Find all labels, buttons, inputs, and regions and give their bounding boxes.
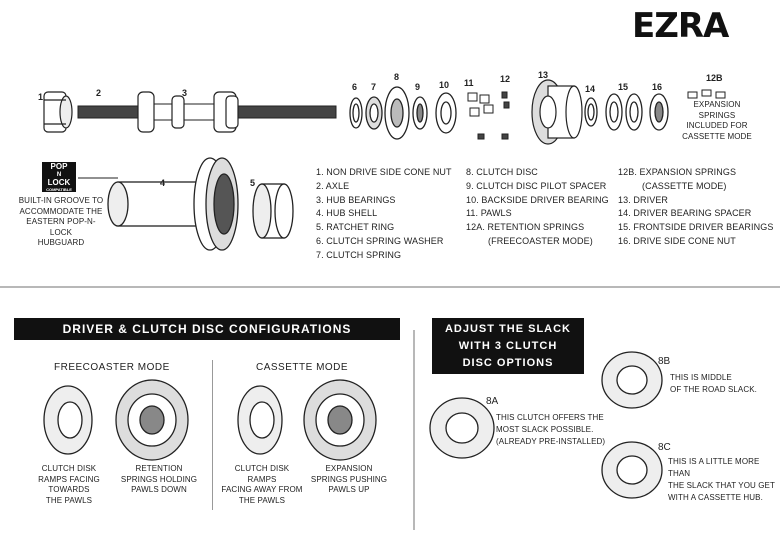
legend-item: 6. CLUTCH SPRING WASHER bbox=[316, 235, 444, 246]
parts-legend-col-1: 1. NON DRIVE SIDE CONE NUT 2. AXLE 3. HU… bbox=[316, 166, 452, 263]
part-ratchet-ring bbox=[252, 183, 294, 239]
part-rings-6-10 bbox=[349, 86, 457, 140]
legend-item: 8. CLUTCH DISC bbox=[466, 167, 538, 177]
part-number-2: 2 bbox=[96, 88, 102, 98]
part-number-14: 14 bbox=[585, 84, 596, 94]
part-number-8: 8 bbox=[394, 72, 400, 82]
legend-item: 1. NON DRIVE SIDE CONE NUT bbox=[316, 167, 452, 177]
legend-item: (CASSETTE MODE) bbox=[642, 180, 727, 191]
part-axle bbox=[77, 103, 337, 121]
part-expansion-springs bbox=[687, 89, 726, 99]
brand-logo: EZRA bbox=[632, 6, 729, 46]
part-number-5: 5 bbox=[250, 178, 256, 188]
configurations-banner: DRIVER & CLUTCH DISC CONFIGURATIONS bbox=[14, 318, 400, 340]
part-number-3: 3 bbox=[182, 88, 188, 98]
option-8c-label: 8C bbox=[658, 442, 671, 453]
cassette-left-caption: CLUTCH DISK RAMPS FACING AWAY FROM THE P… bbox=[221, 464, 303, 505]
part-driver bbox=[531, 79, 583, 145]
part-number-1: 1 bbox=[38, 92, 44, 102]
legend-item: 11. PAWLS bbox=[466, 208, 512, 219]
clutch-disc-8a-drawing bbox=[429, 397, 495, 459]
option-8a-label: 8A bbox=[486, 396, 499, 407]
legend-item: 5. RATCHET RING bbox=[316, 222, 395, 233]
legend-item: 12A. RETENTION SPRINGS bbox=[466, 222, 585, 233]
legend-item: (FREECOASTER MODE) bbox=[488, 235, 593, 246]
cassette-title: CASSETTE MODE bbox=[256, 362, 349, 373]
legend-item: 15. FRONTSIDE DRIVER BEARINGS bbox=[618, 222, 774, 233]
part-hub-bearings bbox=[137, 91, 239, 133]
part-number-9: 9 bbox=[415, 82, 421, 92]
part-number-16: 16 bbox=[652, 82, 663, 92]
legend-item: 13. DRIVER bbox=[618, 194, 669, 205]
clutch-disc-8b-drawing bbox=[601, 351, 663, 409]
option-8a-text: THIS CLUTCH OFFERS THE MOST SLACK POSSIB… bbox=[496, 413, 606, 446]
cassette-driver-drawing bbox=[303, 379, 377, 461]
part-number-6: 6 bbox=[352, 82, 358, 92]
legend-item: 7. CLUTCH SPRING bbox=[316, 249, 402, 260]
part-rings-14-16 bbox=[584, 93, 669, 131]
freecoaster-left-caption: CLUTCH DISK RAMPS FACING TOWARDS THE PAW… bbox=[38, 464, 100, 505]
part-number-10: 10 bbox=[439, 80, 450, 90]
option-8b-label: 8B bbox=[658, 356, 671, 367]
pop-n-lock-logo: POP N LOCK COMPATIBLE bbox=[42, 162, 76, 192]
legend-item: 9. CLUTCH DISC PILOT SPACER bbox=[466, 180, 607, 191]
part-number-15: 15 bbox=[618, 82, 629, 92]
clutch-disc-8c-drawing bbox=[601, 441, 663, 499]
option-8b-text: THIS IS MIDDLE OF THE ROAD SLACK. bbox=[670, 373, 758, 394]
legend-item: 3. HUB BEARINGS bbox=[316, 194, 396, 205]
cassette-right-caption: EXPANSION SPRINGS PUSHING PAWLS UP bbox=[310, 464, 388, 494]
option-8c-text: THIS IS A LITTLE MORE THAN THE SLACK THA… bbox=[668, 457, 775, 502]
adjust-slack-banner: ADJUST THE SLACK WITH 3 CLUTCH DISC OPTI… bbox=[432, 318, 584, 374]
part-number-7: 7 bbox=[371, 82, 377, 92]
freecoaster-title: FREECOASTER MODE bbox=[54, 362, 170, 373]
cassette-clutch-disk-drawing bbox=[237, 385, 283, 455]
part-pawls-and-springs bbox=[467, 91, 510, 140]
part-cone-nut-left bbox=[43, 91, 73, 133]
hubguard-note: BUILT-IN GROOVE TO ACCOMMODATE THE EASTE… bbox=[18, 196, 104, 247]
freecoaster-driver-drawing bbox=[115, 379, 189, 461]
legend-item: 10. BACKSIDE DRIVER BEARING bbox=[466, 194, 609, 205]
parts-legend-col-3: 12B. EXPANSION SPRINGS (CASSETTE MODE) 1… bbox=[618, 166, 773, 249]
legend-item: 2. AXLE bbox=[316, 180, 350, 191]
parts-legend-col-2: 8. CLUTCH DISC 9. CLUTCH DISC PILOT SPAC… bbox=[466, 166, 609, 249]
part-hub-shell bbox=[107, 157, 239, 251]
part-number-12b: 12B bbox=[706, 73, 723, 83]
freecoaster-right-caption: RETENTION SPRINGS HOLDING PAWLS DOWN bbox=[120, 464, 198, 494]
expansion-springs-note: EXPANSION SPRINGS INCLUDED FOR CASSETTE … bbox=[682, 100, 752, 141]
part-number-12: 12 bbox=[500, 74, 511, 84]
part-number-4: 4 bbox=[160, 178, 166, 188]
legend-item: 14. DRIVER BEARING SPACER bbox=[618, 208, 752, 219]
part-number-13: 13 bbox=[538, 70, 549, 80]
part-number-11: 11 bbox=[464, 78, 474, 88]
legend-item: 16. DRIVE SIDE CONE NUT bbox=[618, 235, 736, 246]
legend-item: 4. HUB SHELL bbox=[316, 208, 378, 219]
freecoaster-clutch-disk-drawing bbox=[43, 385, 93, 455]
legend-item: 12B. EXPANSION SPRINGS bbox=[618, 167, 737, 177]
